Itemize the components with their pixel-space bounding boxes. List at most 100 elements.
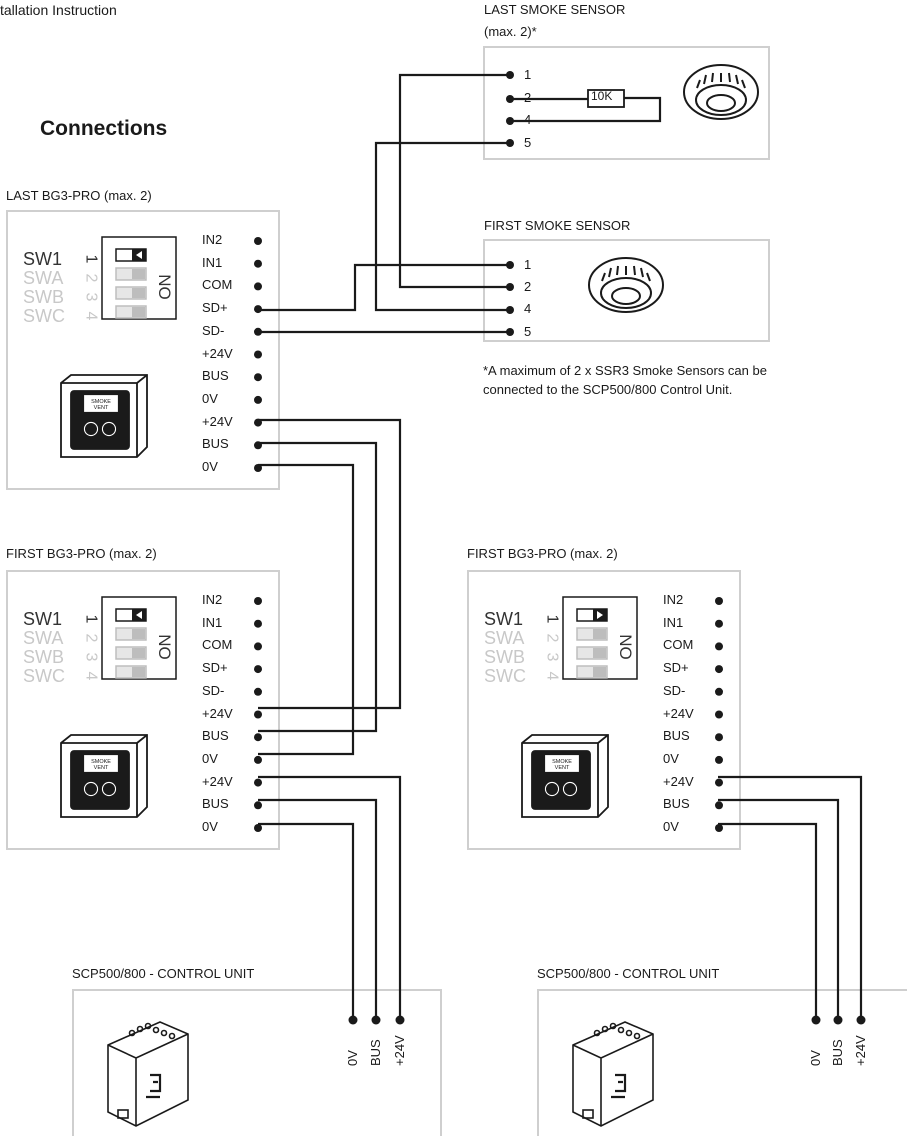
terminal-dot [254, 305, 262, 314]
cu-left-dot-0v [348, 1015, 358, 1025]
control-unit-left-title: SCP500/800 - CONTROL UNIT [72, 966, 255, 981]
dip-toggle-knob [593, 667, 606, 677]
callpoint-label-line2: VENT [555, 765, 570, 771]
smoke-vent-callpoint-icon [521, 734, 609, 818]
dip-toggle-knob [132, 269, 145, 279]
wire-0v-left-to-cu [258, 822, 355, 1020]
dip-toggle-knob [132, 648, 145, 658]
resistor-label: 10K [591, 89, 613, 103]
terminal-label: COM [202, 277, 233, 293]
callpoint-label-line2: VENT [94, 405, 109, 411]
terminal-label: SD+ [663, 660, 689, 676]
terminal-label: +24V [202, 705, 233, 721]
wire-24v-right-to-cu [718, 775, 863, 1020]
first-sensor-dot-5 [506, 328, 514, 336]
cu-right-dot-24v [856, 1015, 866, 1025]
terminal-dot [715, 619, 723, 628]
terminal-label: BUS [202, 368, 229, 384]
terminal-label: SD- [663, 682, 686, 698]
terminal-dot [254, 237, 262, 245]
cu-left-dot-24v [395, 1015, 405, 1025]
terminal-label: SD+ [202, 660, 228, 676]
terminal-label: IN2 [202, 592, 223, 607]
dip-switch-box [562, 596, 638, 680]
resistor-lead-right [510, 96, 662, 123]
terminal-label: 0V [202, 819, 218, 834]
terminal-dot [715, 642, 723, 651]
switch-label: SWC [23, 666, 65, 686]
terminal-dot [254, 395, 262, 404]
terminal-label: +24V [663, 773, 694, 789]
terminal-dot [715, 801, 723, 810]
callpoint-label-line1: SMOKE [91, 759, 111, 765]
cu-left-dot-bus [371, 1015, 381, 1025]
dip-toggle-knob [132, 629, 145, 639]
page-header: tallation Instruction [0, 2, 117, 18]
terminal-dot [254, 418, 262, 427]
first-sensor-pin-5: 5 [524, 324, 532, 339]
switch-label: SW1 [23, 249, 63, 269]
cu-right-dot-bus [833, 1015, 843, 1025]
terminal-label: SD- [202, 322, 225, 338]
terminal-dot [715, 824, 723, 832]
first-sensor-pin-4: 4 [524, 301, 532, 316]
last-sensor-subtitle: (max. 2)* [484, 24, 537, 39]
callpoint-label-line1: SMOKE [91, 399, 111, 405]
wire-24v-last-to-first [258, 418, 402, 710]
wire-24v-left-to-cu [258, 775, 402, 1020]
terminal-dot [715, 665, 723, 674]
terminal-label: 0V [202, 459, 218, 474]
last-sensor-box [483, 46, 770, 160]
last-bg3-panel [6, 210, 280, 490]
terminal-label: IN2 [202, 232, 223, 247]
terminal-dot [254, 441, 262, 450]
smoke-vent-callpoint-icon [60, 734, 148, 818]
last-sensor-title: LAST SMOKE SENSOR [484, 2, 626, 17]
terminal-dot [254, 373, 262, 382]
last-sensor-pin-5: 5 [524, 135, 532, 150]
callpoint-label-line1: SMOKE [552, 759, 572, 765]
wire-0v-last-to-first [258, 463, 355, 756]
terminal-dot [254, 327, 262, 336]
last-sensor-pin-4: 4 [524, 112, 532, 127]
dip-toggle-arrow [136, 251, 142, 259]
switch-label: SW1 [23, 609, 63, 629]
smoke-vent-callpoint-icon [60, 374, 148, 458]
last-sensor-dot-2 [506, 95, 514, 103]
terminal-label: COM [663, 637, 694, 653]
first-sensor-dot-4 [506, 306, 514, 314]
section-title: Connections [40, 117, 168, 140]
last-sensor-pin-2: 2 [524, 90, 532, 105]
terminal-label: +24V [202, 345, 233, 361]
terminal-label: IN2 [663, 592, 684, 607]
first-sensor-pin-2: 2 [524, 279, 532, 294]
wire-bus-left-to-cu [258, 798, 378, 1020]
terminal-dot [254, 687, 262, 696]
terminal-dot [715, 687, 723, 696]
terminal-dot [254, 619, 262, 628]
control-unit-right-title: SCP500/800 - CONTROL UNIT [537, 966, 720, 981]
terminal-dot [254, 710, 262, 719]
last-sensor-dot-4 [506, 117, 514, 125]
control-unit-left-box [72, 989, 442, 1136]
terminal-label: IN1 [663, 614, 684, 630]
terminal-dot [715, 733, 723, 742]
terminal-dot [254, 597, 262, 605]
first-bg3-left-title: FIRST BG3-PRO (max. 2) [6, 546, 157, 561]
terminal-label: +24V [202, 773, 233, 789]
terminal-dot [254, 350, 262, 359]
first-sensor-title: FIRST SMOKE SENSOR [484, 218, 631, 233]
control-unit-icon-right [572, 1021, 654, 1127]
last-sensor-dot-5 [506, 139, 514, 147]
cu-right-dot-0v [811, 1015, 821, 1025]
wire-sdplus-to-first-pin1 [258, 263, 510, 312]
terminal-label: COM [202, 637, 233, 653]
terminal-label: 0V [663, 750, 679, 766]
switch-label: SWC [23, 306, 65, 326]
first-sensor-dot-2 [506, 283, 514, 291]
terminal-dot [254, 464, 262, 472]
dip-toggle-knob [132, 667, 145, 677]
first-sensor-pin-1: 1 [524, 257, 532, 272]
switch-label: SWA [23, 628, 64, 648]
